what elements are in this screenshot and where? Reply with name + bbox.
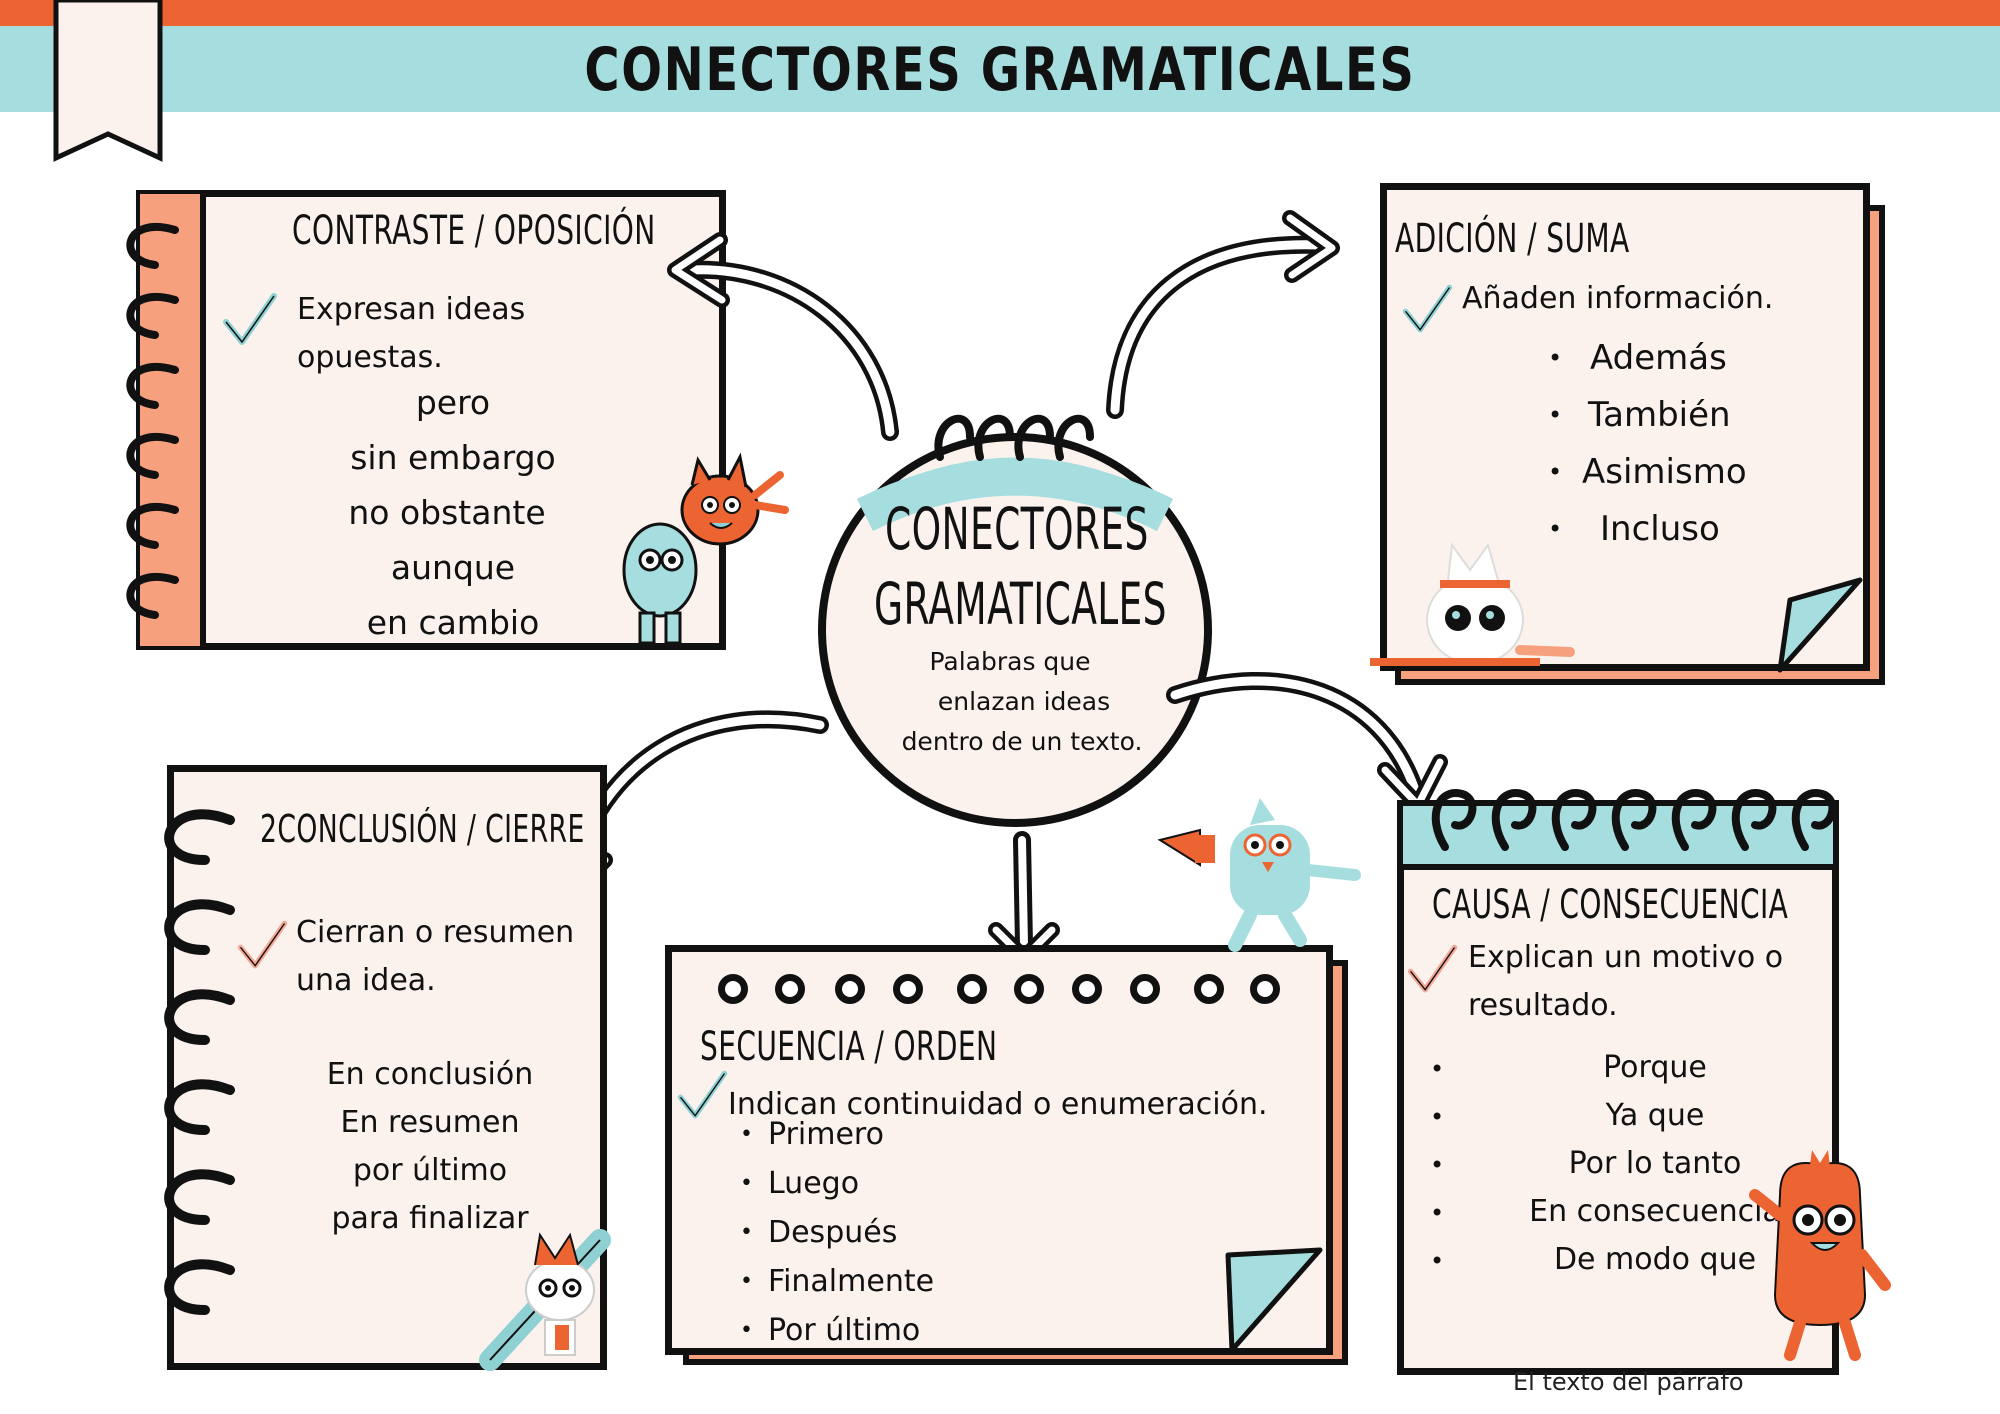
card-causa — [1397, 800, 1839, 1375]
conclusion-desc-line2: una idea. — [296, 963, 436, 998]
spiral-binding-icon — [934, 414, 1094, 461]
binding-ring-icon — [1194, 974, 1224, 1004]
center-circle — [818, 433, 1212, 827]
conclusion-title: 2CONCLUSIÓN / CIERRE — [260, 807, 585, 851]
bullet-icon: • — [1430, 1199, 1445, 1227]
conclusion-desc-line1: Cierran o resumen — [296, 915, 575, 950]
monster-character-icon — [622, 452, 789, 645]
center-desc-line3: dentro de un texto. — [901, 727, 1143, 756]
contraste-desc-line1: Expresan ideas — [297, 292, 526, 327]
secuencia-desc: Indican continuidad o enumeración. — [728, 1087, 1268, 1122]
header-teal-band — [0, 26, 2000, 112]
adicion-desc: Añaden información. — [1462, 281, 1774, 316]
center-title-line1: CONECTORES — [885, 495, 1149, 563]
center-title-line2: GRAMATICALES — [874, 570, 1167, 638]
contraste-item: sin embargo — [350, 438, 556, 477]
conclusion-item: para finalizar — [331, 1201, 529, 1236]
monster-character-icon — [479, 1229, 611, 1371]
binding-ring-icon — [775, 974, 805, 1004]
binding-ring-icon — [835, 974, 865, 1004]
list-item: •Incluso — [1548, 509, 1720, 549]
header-orange-stripe — [0, 0, 2000, 26]
contraste-item: en cambio — [366, 603, 540, 642]
center-desc-line1: Palabras que — [929, 647, 1091, 676]
center-desc-line2: enlazan ideas — [937, 687, 1111, 716]
list-item: •Además — [1548, 338, 1727, 378]
check-icon — [223, 293, 277, 345]
adicion-title: ADICIÓN / SUMA — [1395, 216, 1630, 262]
bullet-icon: • — [1430, 1103, 1445, 1131]
page-title: CONECTORES GRAMATICALES — [584, 35, 1416, 105]
binding-ring-icon — [1130, 974, 1160, 1004]
monster-character-icon — [1370, 542, 1575, 666]
bullet-icon: • — [1430, 1247, 1445, 1275]
spiral-binding-icon — [164, 809, 235, 1315]
causa-title: CAUSA / CONSECUENCIA — [1432, 882, 1789, 928]
causa-item: De modo que — [1553, 1242, 1757, 1277]
bullet-icon: • — [1430, 1055, 1445, 1083]
page-curl-icon — [1777, 577, 1863, 673]
contraste-title: CONTRASTE / OPOSICIÓN — [292, 208, 656, 254]
page-curl-icon — [1225, 1247, 1323, 1353]
check-icon — [237, 920, 288, 969]
spiral-binding-icon — [126, 223, 179, 619]
list-item: •Asimismo — [1548, 452, 1747, 492]
contraste-item: pero — [415, 383, 491, 422]
conclusion-item: En resumen — [340, 1105, 520, 1140]
causa-desc-line1: Explican un motivo o — [1468, 940, 1784, 975]
bookmark-ribbon-icon — [53, 0, 163, 162]
bullet-icon: • — [1430, 1151, 1445, 1179]
adicion-list: •Además •También •Asimismo •Incluso — [1548, 330, 1798, 558]
monster-character-icon — [1749, 1150, 1891, 1361]
contraste-desc-line2: opuestas. — [297, 340, 443, 375]
check-icon — [1407, 944, 1458, 993]
binding-ring-icon — [1072, 974, 1102, 1004]
card-secuencia — [665, 945, 1333, 1355]
binding-ring-icon — [1014, 974, 1044, 1004]
footer-note: El texto del párrafo — [1513, 1368, 1744, 1396]
secuencia-title: SECUENCIA / ORDEN — [700, 1024, 998, 1070]
list-item: •También — [1548, 395, 1731, 435]
card-conclusion — [167, 765, 607, 1370]
check-icon — [677, 1070, 728, 1119]
contraste-item: aunque — [390, 548, 516, 587]
binding-ring-icon — [893, 974, 923, 1004]
binding-ring-icon — [1250, 974, 1280, 1004]
causa-item: Por lo tanto — [1568, 1146, 1742, 1181]
monster-character-icon — [1157, 798, 1361, 952]
conclusion-item: por último — [352, 1153, 508, 1188]
causa-desc-line2: resultado. — [1468, 988, 1618, 1023]
spiral-binding-icon — [1431, 789, 1837, 851]
binding-ring-icon — [718, 974, 748, 1004]
causa-item: En consecuencia — [1529, 1194, 1781, 1229]
binding-ring-icon — [957, 974, 987, 1004]
conclusion-item: En conclusión — [326, 1057, 534, 1092]
causa-item: Porque — [1603, 1050, 1707, 1085]
check-icon — [1402, 284, 1453, 333]
card-contraste-binding-strip — [140, 194, 206, 646]
causa-item: Ya que — [1605, 1098, 1705, 1133]
contraste-item: no obstante — [348, 493, 546, 532]
